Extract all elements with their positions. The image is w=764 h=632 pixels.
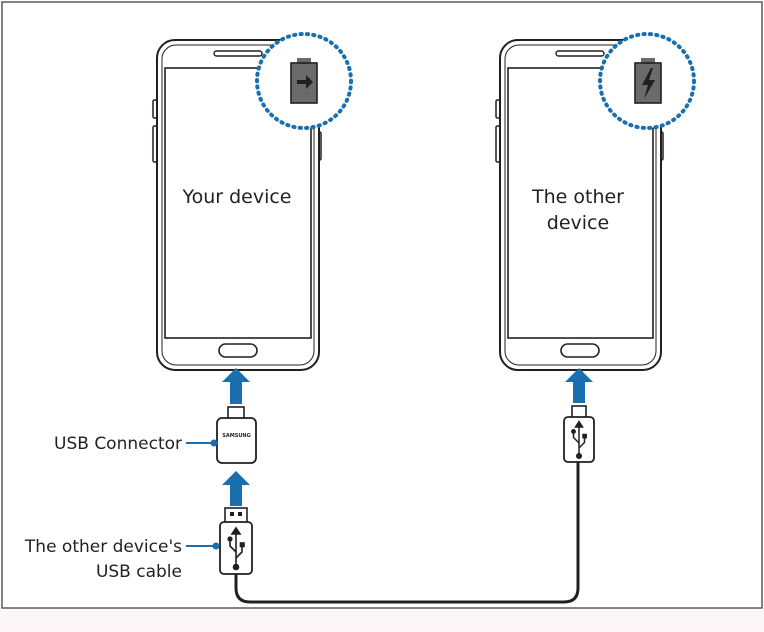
your-device-label: Your device <box>181 186 291 208</box>
usb-cable-label-line2: USB cable <box>96 562 182 582</box>
earpiece <box>213 50 263 57</box>
earpiece <box>555 50 605 57</box>
usb-connector: SAMSUNG <box>216 406 257 464</box>
battery-callout-left <box>255 32 353 130</box>
battery-callout-right <box>598 32 696 130</box>
phone-body-inner <box>161 44 315 366</box>
usb-cable-label-line1: The other device's <box>24 537 182 557</box>
connector-body <box>216 417 257 464</box>
home-button <box>218 343 258 358</box>
cable-leader-dot <box>212 542 220 550</box>
usb-micro-plug <box>563 405 595 463</box>
battery-charging-out-icon <box>290 58 318 104</box>
usb-connector-label: USB Connector <box>54 434 182 454</box>
connector-brand: SAMSUNG <box>222 433 250 439</box>
bottom-band <box>0 610 764 632</box>
usb-cable-plug <box>219 507 253 575</box>
other-device-label-line2: device <box>547 212 609 234</box>
home-button <box>560 343 600 358</box>
other-device-label-line1: The other <box>531 186 624 208</box>
arrow-up-icon <box>565 368 593 403</box>
battery-charging-in-icon <box>634 58 662 104</box>
usb-icon <box>227 526 245 571</box>
arrow-up-icon <box>222 368 250 404</box>
usb-icon <box>571 420 587 460</box>
usb-cable-wire <box>234 462 580 604</box>
arrow-up-icon <box>222 471 250 506</box>
connector-leader-dot <box>210 439 218 447</box>
phone-body-inner <box>504 44 657 366</box>
